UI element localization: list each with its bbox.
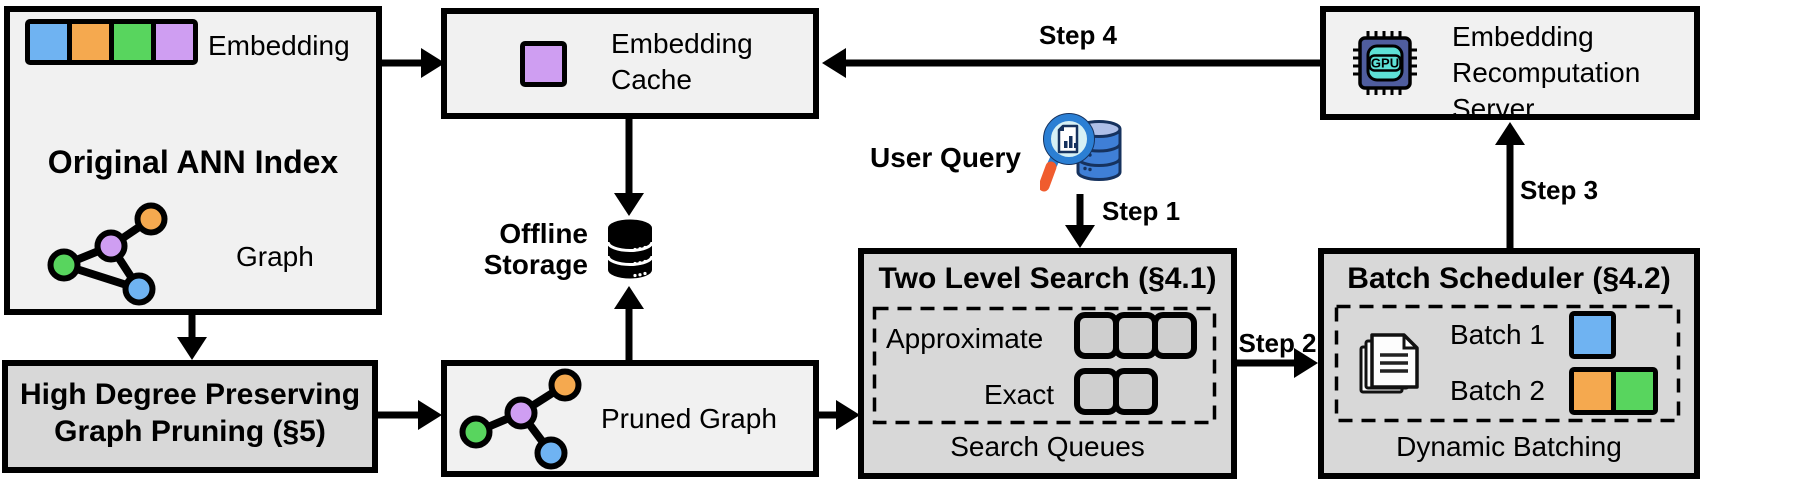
search-queue-slot: [1074, 368, 1119, 415]
batch1-label: Batch 1: [1450, 319, 1545, 350]
step2-label: Step 2: [1238, 328, 1317, 358]
arrow-cache-to-storage: [614, 118, 644, 216]
dynamic-batching-dashed-border: [1334, 304, 1681, 423]
batch1-embedding-chips: [1569, 311, 1616, 359]
approximate-label: Approximate: [886, 323, 1044, 354]
approximate-queues: [1074, 312, 1197, 359]
gpu-icon-label: GPU: [1371, 56, 1399, 71]
exact-queues: [1074, 368, 1158, 415]
documents-icon: [1359, 333, 1419, 394]
embedding-chip: [1616, 372, 1653, 410]
search-queues-dashed-border: [872, 306, 1217, 425]
step1-label: Step 1: [1102, 196, 1181, 226]
search-queue-slot: [1113, 368, 1158, 415]
pruning-title-line2: Graph Pruning (§5): [54, 415, 326, 448]
gpu-icon: GPU: [1353, 31, 1417, 95]
user-query-label: User Query: [870, 142, 1021, 173]
cached-embedding-icon: [520, 41, 567, 87]
server-label-line2: Recomputation: [1452, 57, 1641, 88]
search-queues-caption: Search Queues: [950, 431, 1145, 462]
arrow-pruning-to-pruned: [377, 400, 442, 430]
embedding-chip: [525, 46, 562, 82]
pruned-graph-label: Pruned Graph: [601, 403, 777, 434]
batch2-embedding-chips: [1569, 367, 1658, 415]
arrow-query-to-search-step1: [1065, 194, 1095, 248]
embedding-chip: [156, 24, 193, 60]
offline-storage-label: Offline Storage: [450, 218, 588, 280]
graph-label: Graph: [236, 241, 314, 272]
two-level-search-title: Two Level Search (§4.1): [878, 262, 1217, 295]
embedding-cache-label-line1: Embedding: [611, 28, 753, 59]
offline-storage-line1: Offline: [499, 218, 588, 249]
arrow-pruned-to-storage: [614, 286, 644, 362]
arrow-index-to-cache: [380, 48, 445, 78]
pruning-title-line1: High Degree Preserving: [19, 378, 361, 411]
server-label-line1: Embedding: [1452, 21, 1594, 52]
query-search-icon: [1040, 113, 1122, 192]
embedding-chip: [1574, 316, 1611, 354]
step4-label: Step 4: [1038, 20, 1118, 50]
embedding-chip: [114, 24, 151, 60]
arrow-pruned-to-search: [817, 400, 860, 430]
embedding-label: Embedding: [208, 30, 350, 61]
graph-icon: [47, 202, 168, 306]
database-icon: [606, 219, 654, 279]
original-ann-index-box: Embedding Original ANN Index Graph: [4, 6, 382, 315]
exact-label: Exact: [984, 379, 1055, 410]
embedding-cache-label-line2: Cache: [611, 64, 692, 95]
step3-label: Step 3: [1520, 175, 1599, 205]
pruned-graph-box: Pruned Graph: [441, 360, 819, 477]
arrow-search-to-scheduler-step2: [1236, 348, 1318, 378]
offline-storage-line2: Storage: [483, 249, 588, 280]
batch-scheduler-box: Batch Scheduler (§4.2) Batch 1 Batch 2 D…: [1318, 248, 1700, 479]
embedding-chip: [72, 24, 109, 60]
batch-scheduler-title: Batch Scheduler (§4.2): [1347, 262, 1671, 295]
search-queue-slot: [1152, 312, 1197, 359]
search-queue-slot: [1113, 312, 1158, 359]
dynamic-batching-caption: Dynamic Batching: [1396, 431, 1622, 462]
two-level-search-box: Two Level Search (§4.1) Approximate Exac…: [858, 248, 1237, 479]
embedding-cache-box: Embedding Cache: [441, 8, 819, 119]
ann-index-title: Original ANN Index: [47, 144, 339, 180]
graph-pruning-box: High Degree Preserving Graph Pruning (§5…: [2, 360, 378, 473]
embedding-chip: [30, 24, 67, 60]
embedding-vector-icon: [25, 19, 198, 65]
embedding-chip: [1574, 372, 1611, 410]
pruned-graph-icon: [459, 368, 582, 470]
batch2-label: Batch 2: [1450, 375, 1545, 406]
server-label-line3: Server: [1452, 93, 1535, 124]
arrow-server-to-cache-step4: [822, 48, 1320, 78]
recomputation-server-box: GPU Embedding Recomputation Server: [1320, 6, 1700, 124]
arrow-index-to-pruning: [177, 314, 207, 360]
arrow-scheduler-to-server-step3: [1495, 122, 1525, 248]
